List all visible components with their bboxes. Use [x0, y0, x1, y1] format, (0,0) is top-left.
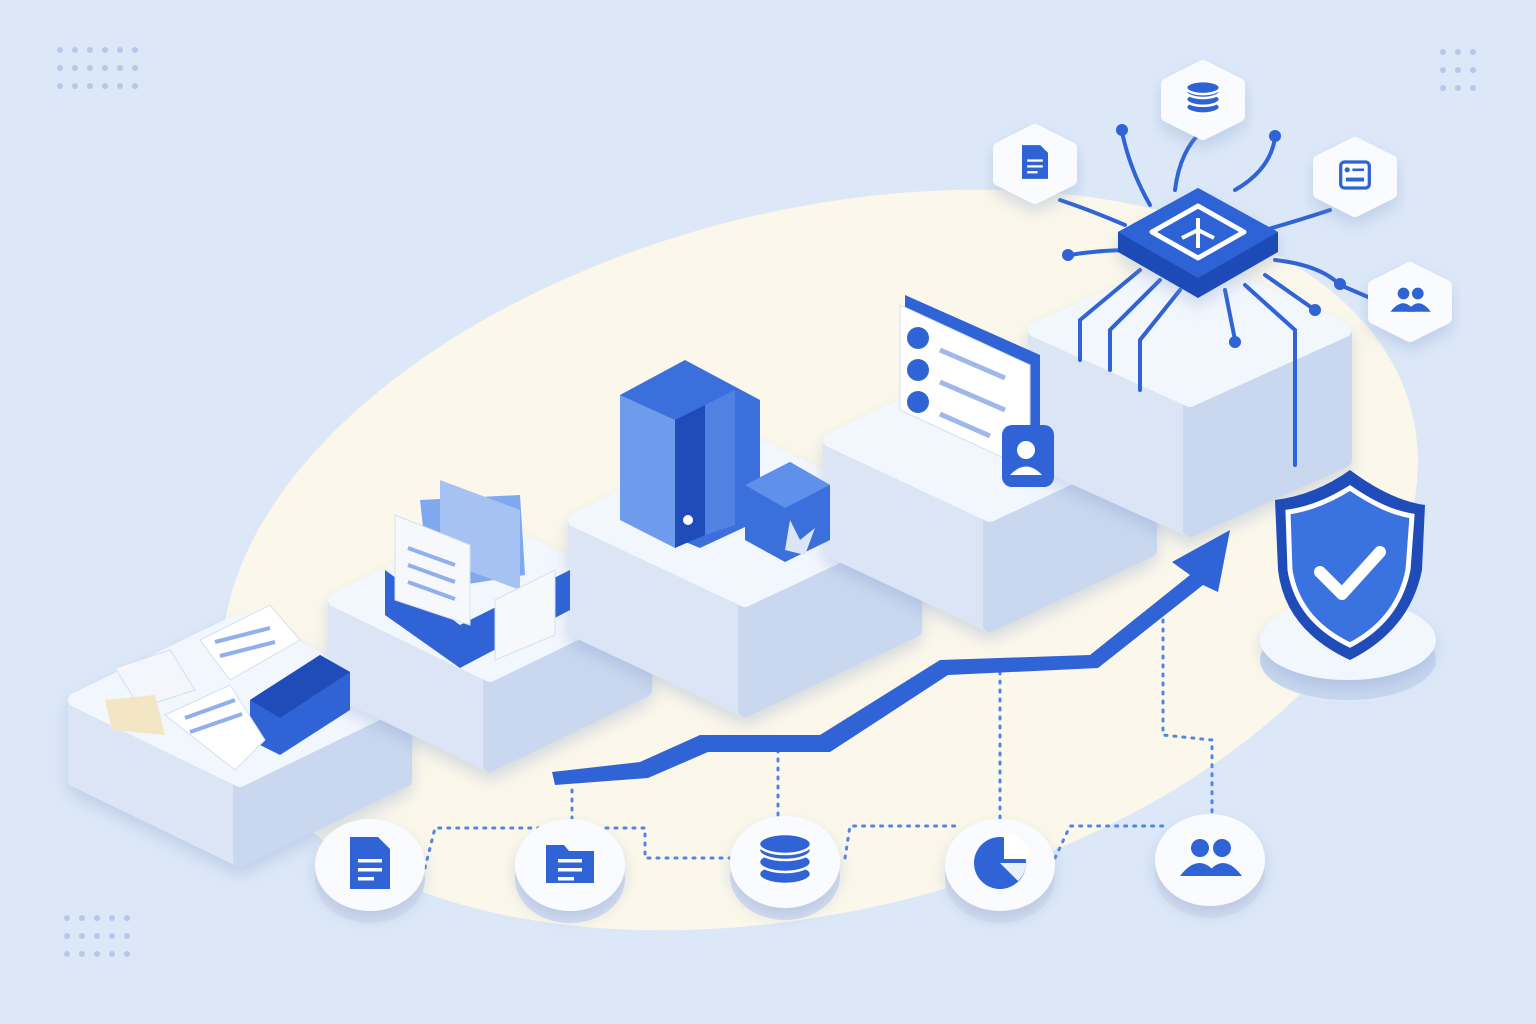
- node-pie-chart-icon: [945, 819, 1055, 923]
- dot: [72, 83, 78, 89]
- node-users-icon: [1155, 814, 1265, 918]
- dot: [87, 47, 93, 53]
- dot: [64, 951, 70, 957]
- satellite-database-icon: [1161, 60, 1245, 140]
- dot: [117, 65, 123, 71]
- dot: [64, 915, 70, 921]
- folder-icon: [546, 845, 594, 883]
- checklist-profile-icon: [899, 295, 1054, 487]
- dot: [132, 65, 138, 71]
- satellite-document-icon: [993, 124, 1077, 204]
- dot: [102, 47, 108, 53]
- dot: [132, 47, 138, 53]
- dot: [94, 951, 100, 957]
- dot: [1470, 85, 1476, 91]
- dot: [1440, 49, 1446, 55]
- node-document-icon: [315, 819, 425, 923]
- dot: [79, 951, 85, 957]
- form-icon: [1339, 160, 1371, 190]
- dot: [94, 933, 100, 939]
- pie-chart-icon: [974, 833, 1030, 889]
- dot: [79, 915, 85, 921]
- dot: [72, 47, 78, 53]
- dot: [109, 951, 115, 957]
- dot: [1455, 67, 1461, 73]
- database-icon: [1184, 79, 1222, 115]
- dot: [1470, 67, 1476, 73]
- dot: [87, 83, 93, 89]
- binders-archive-icon: [620, 360, 830, 562]
- dot: [109, 933, 115, 939]
- database-icon: [757, 832, 813, 886]
- satellite-users-icon: [1368, 262, 1452, 342]
- dot: [79, 933, 85, 939]
- users-icon: [1180, 839, 1242, 876]
- dot: [87, 65, 93, 71]
- node-folder-icon: [515, 819, 625, 923]
- dot: [64, 933, 70, 939]
- dot: [102, 65, 108, 71]
- dot: [94, 915, 100, 921]
- dot: [57, 65, 63, 71]
- dot: [124, 933, 130, 939]
- node-database-icon: [730, 816, 840, 920]
- dot: [132, 83, 138, 89]
- ai-chip-icon: [1118, 188, 1278, 298]
- dot: [117, 83, 123, 89]
- document-icon: [350, 837, 390, 889]
- shield-check-icon: [1260, 470, 1436, 700]
- dotted-connectors: [423, 618, 1214, 870]
- trace-endpoints: [1062, 124, 1346, 348]
- users-icon: [1390, 287, 1431, 312]
- dot: [1455, 49, 1461, 55]
- dot: [1440, 85, 1446, 91]
- document-icon: [1022, 145, 1048, 179]
- decorative-dots: [57, 47, 1476, 957]
- dot: [124, 951, 130, 957]
- dot: [1455, 85, 1461, 91]
- dot: [102, 83, 108, 89]
- dot: [1440, 67, 1446, 73]
- dot: [117, 47, 123, 53]
- satellite-form-icon: [1313, 137, 1397, 217]
- dot: [72, 65, 78, 71]
- dot: [57, 83, 63, 89]
- dot: [57, 47, 63, 53]
- dot: [109, 915, 115, 921]
- dot: [1470, 49, 1476, 55]
- paper-inbox-icon: [105, 604, 350, 771]
- growth-arrow-icon: [552, 530, 1230, 785]
- dot: [124, 915, 130, 921]
- document-organizer-icon: [385, 480, 570, 668]
